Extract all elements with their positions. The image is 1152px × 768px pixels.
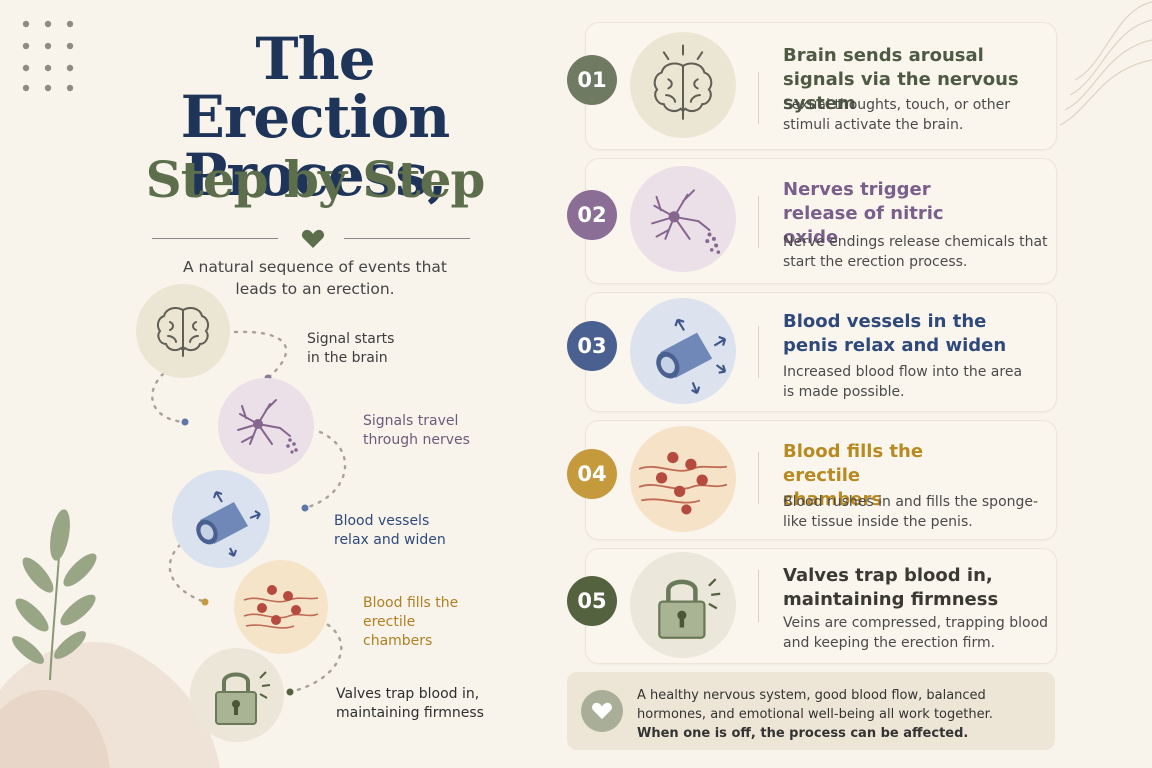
step-number-badge: 05	[567, 576, 617, 626]
step-title: Brain sends arousal signals via the nerv…	[783, 45, 1019, 114]
intro-text: A natural sequence of events that leads …	[183, 258, 447, 298]
padlock-icon	[215, 671, 271, 725]
step-number-badge: 04	[567, 449, 617, 499]
step-separator	[758, 452, 759, 504]
title-line-2: Process,	[183, 141, 448, 209]
step-icon-circle	[630, 166, 736, 272]
step-number-badge: 03	[567, 321, 617, 371]
divider-left	[152, 238, 278, 239]
divider-right	[344, 238, 470, 239]
heart-icon	[592, 702, 612, 720]
decorative-plant	[0, 509, 220, 768]
blood-vessel-icon	[656, 318, 727, 395]
brain-icon	[156, 307, 210, 357]
flow-label-nerves: Signals travel through nerves	[363, 413, 470, 448]
flow-lock-circle	[190, 648, 284, 742]
step-title: Blood fills the erectile chambers	[783, 441, 924, 510]
note-text: A healthy nervous system, good blood flo…	[637, 686, 1052, 743]
step-icon-circle	[630, 298, 736, 404]
step-number-badge: 01	[567, 55, 617, 105]
padlock-icon	[658, 578, 721, 639]
step-title: Valves trap blood in, maintaining firmne…	[783, 565, 999, 610]
neuron-icon	[237, 399, 298, 454]
flow-label-valves: Valves trap blood in, maintaining firmne…	[336, 686, 484, 721]
note-heart-badge	[581, 690, 623, 732]
flow-label-blood: Blood fills the erectile chambers	[363, 595, 459, 649]
flow-brain-circle	[136, 284, 230, 378]
step-separator	[758, 326, 759, 378]
note-line-2: When one is off, the process can be affe…	[637, 726, 969, 741]
neuron-icon	[651, 189, 721, 254]
step-icon-circle	[630, 32, 736, 138]
blood-cells-icon	[243, 585, 319, 629]
step-description: Increased blood flow into the area is ma…	[783, 364, 1023, 400]
blood-cells-icon	[638, 451, 728, 515]
brain-icon	[653, 44, 713, 120]
summary-note	[567, 672, 1055, 750]
decorative-dot-grid	[22, 20, 74, 92]
flow-label-vessels: Blood vessels relax and widen	[334, 513, 446, 548]
blood-vessel-icon	[196, 491, 261, 557]
note-line-1: A healthy nervous system, good blood flo…	[637, 688, 993, 722]
step-icon-circle	[630, 426, 736, 532]
step-separator	[758, 196, 759, 248]
decorative-wave-lines	[1059, 1, 1152, 126]
flow-blood-circle	[234, 560, 328, 654]
step-separator	[758, 570, 759, 622]
step-number-badge: 02	[567, 190, 617, 240]
page-title: The Erection Process,	[120, 30, 510, 204]
step-separator	[758, 72, 759, 124]
page-subtitle-title: Step by Step	[145, 150, 486, 209]
step-title: Blood vessels in the penis relax and wid…	[783, 311, 1007, 356]
heart-icon	[301, 229, 325, 248]
step-title: Nerves trigger release of nitric oxide	[783, 179, 944, 248]
step-description: Nerve endings release chemicals that sta…	[783, 234, 1048, 270]
flow-nerve-circle	[218, 378, 314, 474]
title-line-1: The Erection	[180, 25, 451, 151]
step-description: Veins are compressed, trapping blood and…	[783, 615, 1049, 651]
step-icon-circle	[630, 552, 736, 658]
step-description: Sexual thoughts, touch, or other stimuli…	[783, 97, 1011, 133]
flow-label-brain: Signal starts in the brain	[307, 331, 395, 366]
flow-vessel-circle	[172, 470, 270, 568]
step-description: Blood rushes in and fills the sponge-lik…	[783, 494, 1039, 530]
